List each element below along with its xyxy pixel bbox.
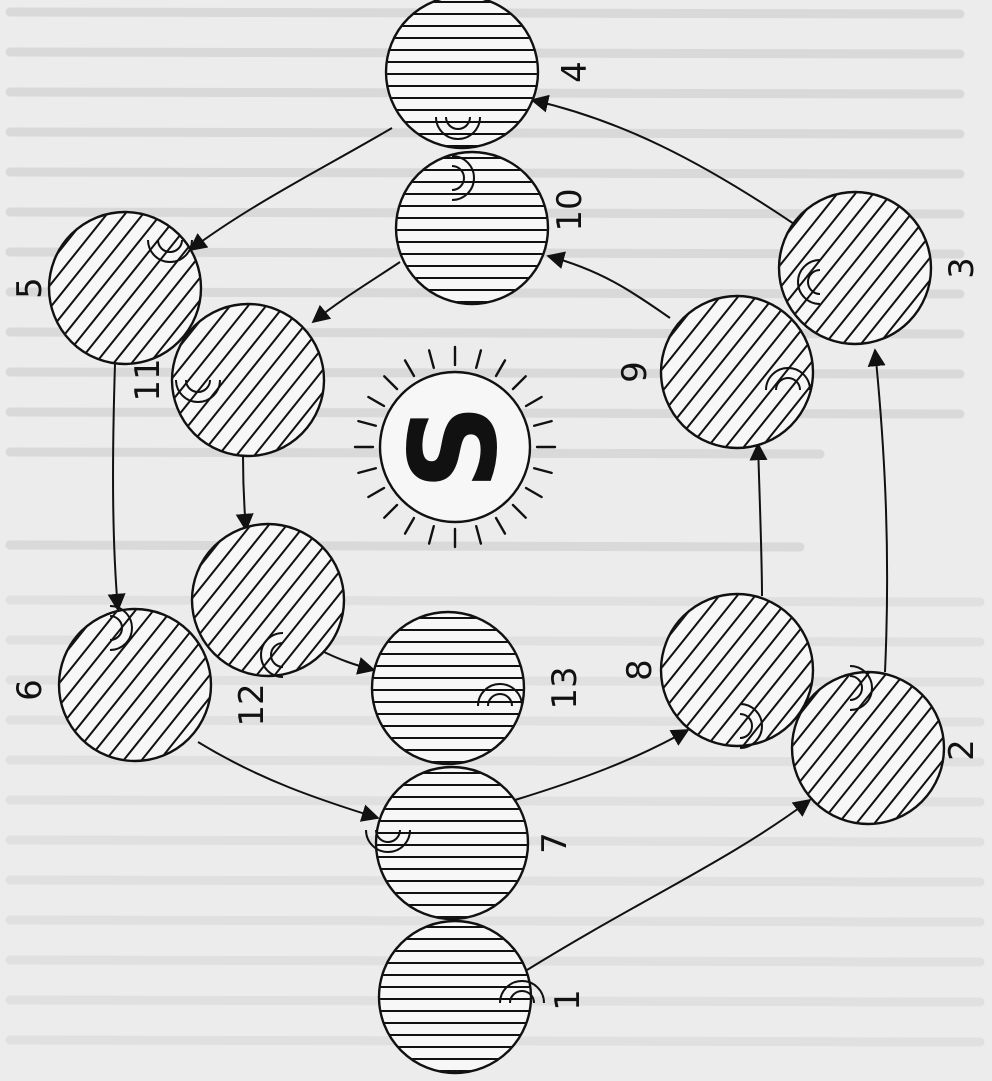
disk-number-label: 4 <box>555 61 595 83</box>
sun-ray <box>429 526 434 543</box>
sun-ray <box>476 350 481 367</box>
moon-disk-13: 13 <box>372 612 585 764</box>
disk-outline <box>49 212 201 364</box>
arrow-9-to-10 <box>548 256 670 318</box>
disk-number-label: 12 <box>232 683 272 726</box>
sun-ray <box>368 488 384 497</box>
sun-ray <box>384 376 397 389</box>
sun-letter: S <box>386 404 525 490</box>
sun-ray <box>429 350 434 367</box>
arrow-4-to-5 <box>190 128 392 250</box>
disk-outline <box>59 609 211 761</box>
disk-number-label: 13 <box>545 666 585 709</box>
disk-number-label: 6 <box>10 679 50 701</box>
disk-number-label: 11 <box>128 358 168 401</box>
sun-ray <box>534 421 551 426</box>
sun-ray <box>405 518 414 534</box>
arrow-11-to-12 <box>243 456 246 530</box>
moon-disk-7: 7 <box>366 767 575 919</box>
moon-disk-4: 4 <box>386 0 595 148</box>
disk-outline <box>792 672 944 824</box>
disk-number-label: 3 <box>942 257 982 279</box>
disk-outline <box>396 152 548 304</box>
disk-number-label: 9 <box>615 361 655 383</box>
disk-number-label: 2 <box>942 739 982 761</box>
disk-number-label: 5 <box>10 277 50 299</box>
disk-outline <box>372 612 524 764</box>
disk-number-label: 7 <box>535 832 575 854</box>
sun: S <box>355 347 555 547</box>
disk-outline <box>376 767 528 919</box>
sun-ray <box>526 488 542 497</box>
moon-disk-1: 1 <box>379 921 588 1073</box>
arrow-2-to-3 <box>875 350 887 672</box>
sun-ray <box>368 397 384 406</box>
disk-outline <box>192 524 344 676</box>
disk-outline <box>379 921 531 1073</box>
disk-outline <box>172 304 324 456</box>
arrow-8-to-9 <box>758 444 762 596</box>
arrow-12-to-13 <box>320 650 374 670</box>
sun-ray <box>513 505 526 518</box>
disk-outline <box>661 594 813 746</box>
arrow-5-to-6 <box>113 364 118 610</box>
sun-ray <box>534 468 551 473</box>
disk-number-label: 10 <box>550 188 590 231</box>
sun-ray <box>526 397 542 406</box>
sun-ray <box>513 376 526 389</box>
sun-ray <box>476 526 481 543</box>
sun-ray <box>358 421 375 426</box>
disk-number-label: 1 <box>548 989 588 1011</box>
sun-ray <box>496 518 505 534</box>
sun-ray <box>384 505 397 518</box>
sun-ray <box>358 468 375 473</box>
disk-outline <box>661 296 813 448</box>
arrow-6-to-7 <box>198 742 378 818</box>
disk-number-label: 8 <box>620 659 660 681</box>
